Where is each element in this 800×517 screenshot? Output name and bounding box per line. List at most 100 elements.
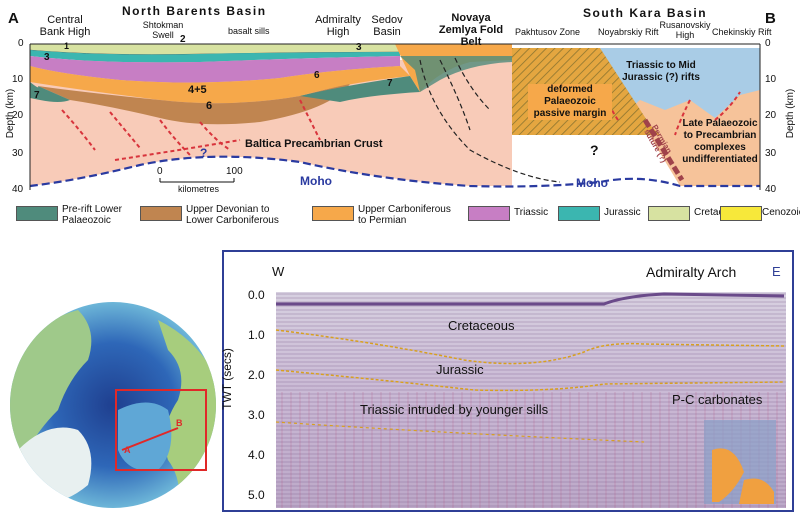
twt-tick-4: 4.0: [248, 448, 265, 462]
pre-rift-layer: [30, 82, 70, 102]
chekinskiy-label: Chekinskiy Rift: [712, 27, 772, 37]
carb-permian-layer: [30, 66, 410, 104]
north-barents-title: North Barents Basin: [122, 4, 267, 18]
sedov-label: Sedov Basin: [371, 14, 403, 38]
seismic-east-label: E: [772, 264, 781, 279]
shtokman-label: Shtokman Swell: [142, 20, 184, 40]
legend-swatch: [468, 206, 510, 221]
depth-axis-title-right: Depth (km): [785, 88, 797, 139]
seabed-reflector: [276, 292, 785, 306]
unknown-zone: [512, 130, 670, 186]
unit-7-right: 7: [387, 78, 393, 89]
twt-tick-2: 2.0: [248, 368, 265, 382]
twt-tick-0: 0.0: [248, 288, 265, 302]
geological-cross-section: [29, 43, 761, 190]
moho-line: [29, 155, 760, 188]
fold-belt-green: [400, 56, 512, 92]
scale-hundred: 100: [226, 166, 243, 177]
legend-label: Cretaceous: [694, 207, 745, 218]
pc-carbonates-orange: [712, 448, 744, 502]
kara-rifts: [600, 48, 760, 120]
scale-zero: 0: [157, 166, 163, 177]
label-a: A: [8, 10, 19, 27]
seismic-west-label: W: [272, 264, 285, 279]
landmass-america: [10, 310, 92, 460]
map-marker-b: B: [176, 418, 183, 428]
triassic-label: Triassic intruded by younger sills: [360, 402, 549, 417]
unit-4-5: 4+5: [188, 84, 207, 96]
triassic-rifts-label: Triassic to Mid Jurassic (?) rifts: [622, 60, 700, 83]
pc-carbonates-label: P-C carbonates: [672, 392, 763, 407]
legend-swatch: [558, 206, 600, 221]
question-moho: ?: [200, 146, 208, 160]
rusanovskiy-label: Rusanovskiy High: [659, 20, 711, 40]
study-area-box: [115, 389, 207, 471]
moho-left-label: Moho: [300, 174, 332, 188]
noyabrskiy-label: Noyabrskiy Rift: [598, 27, 659, 37]
thrusts: [419, 57, 561, 183]
faults: [61, 91, 741, 161]
cretaceous-label: Cretaceous: [448, 318, 515, 333]
permian-suture: [642, 118, 685, 182]
south-kara-title: South Kara Basin: [583, 6, 708, 20]
pakhtusov-label: Pakhtusov Zone: [515, 27, 581, 37]
scale-unit: kilometres: [178, 184, 220, 194]
late-palaeozoic-label: Late Palaeozoic to Precambrian complexes…: [682, 118, 758, 165]
twt-axis-title: TWT (secs): [219, 348, 234, 410]
shelf: [118, 402, 172, 471]
legend-swatch: [140, 206, 182, 221]
map-marker-a: A: [124, 445, 131, 455]
unit-1: 1: [64, 41, 70, 51]
horizon-jurassic-base: [275, 369, 785, 392]
legend: Pre-rift Lower Palaeozoic Upper Devonian…: [0, 203, 800, 233]
seismic-section: [275, 292, 786, 508]
depth-tick-10-left: 10: [12, 74, 24, 85]
section-line: [121, 427, 179, 451]
depth-tick-20-right: 20: [765, 110, 777, 121]
deformed-margin-label: deformed Palaeozoic passive margin: [528, 84, 612, 120]
basalt-label: basalt sills: [228, 26, 270, 36]
legend-swatch: [648, 206, 690, 221]
triassic-layer: [30, 56, 400, 83]
legend-swatch: [16, 206, 58, 221]
unit-6-center: 6: [206, 100, 213, 112]
legend-swatch: [312, 206, 354, 221]
depth-tick-0-left: 0: [18, 38, 24, 49]
depth-tick-0-right: 0: [765, 38, 771, 49]
fold-belt-title: Novaya Zemlya Fold Belt: [438, 12, 504, 48]
legend-swatch: [720, 206, 762, 221]
depth-tick-40-left: 40: [12, 184, 24, 195]
seismic-panel: W E Admiralty Arch TWT (secs) 0.0 1.0 2.…: [219, 250, 794, 512]
legend-label: Upper Carboniferous to Permian: [358, 204, 451, 226]
legend-label: Jurassic: [604, 207, 641, 218]
pc-carbonates-orange-2: [739, 478, 774, 504]
depth-tick-30-right: 30: [765, 148, 777, 159]
pre-rift-layer-2: [300, 76, 420, 102]
moho-right-label: Moho: [576, 176, 608, 190]
unit-7-left: 7: [34, 90, 40, 101]
admiralty-arch-label: Admiralty Arch: [646, 264, 737, 280]
legend-label: Triassic: [514, 207, 549, 218]
twt-tick-5: 5.0: [248, 488, 265, 502]
legend-label: Pre-rift Lower Palaeozoic: [62, 204, 123, 226]
depth-tick-30-left: 30: [12, 148, 24, 159]
question-center: ?: [590, 142, 599, 158]
unit-6-right: 6: [314, 70, 320, 81]
jurassic-layer: [30, 50, 400, 63]
unit-3-left: 3: [44, 52, 50, 63]
devonian-layer: [38, 84, 350, 125]
baltica-label: Baltica Precambrian Crust: [245, 138, 383, 150]
legend-label: Upper Devonian to Lower Carboniferous: [186, 204, 279, 226]
depth-tick-10-right: 10: [765, 74, 777, 85]
arctic-map: [10, 302, 216, 508]
unit-3-right: 3: [356, 42, 362, 53]
depth-tick-20-left: 20: [12, 110, 24, 121]
depth-tick-40-right: 40: [765, 184, 777, 195]
legend-label-cenozoic: Cenozoic: [762, 207, 800, 218]
horizon-cretaceous-base: [275, 329, 785, 365]
twt-tick-1: 1.0: [248, 328, 265, 342]
twt-tick-3: 3.0: [248, 408, 265, 422]
jurassic-label: Jurassic: [436, 362, 484, 377]
label-b: B: [765, 10, 776, 27]
central-bank-label: Central Bank High: [39, 14, 91, 38]
